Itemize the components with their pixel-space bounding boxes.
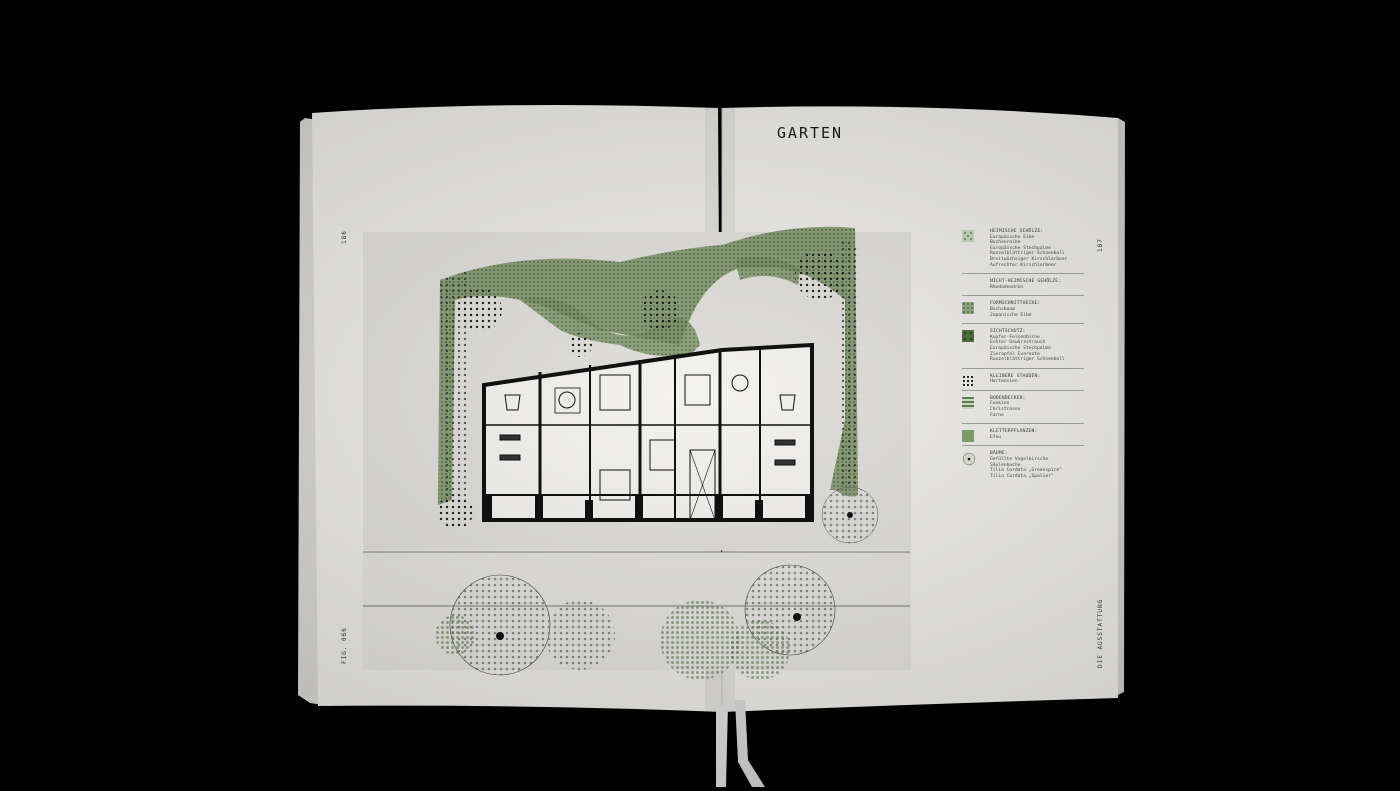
legend-item: Sichtschutz: Kupfer-Felsenbirne Echter G…: [962, 329, 1084, 369]
legend-item: Bodendecker: Funkien Christrosen Farne: [962, 395, 1084, 425]
legend-title: Formschnitthecke:: [990, 301, 1041, 307]
legend-items: Europäische Eibe Buchenreihe Europäische…: [990, 234, 1068, 268]
legend-items: Buchsbaum Japanische Eibe: [990, 306, 1032, 318]
section-label: DIE AUSSTATTUNG: [1097, 598, 1104, 668]
legend-items: Hortensien: [990, 379, 1018, 385]
legend-item: Nicht-heimische Gehölze: Rhododendron: [962, 279, 1084, 297]
legend-items: Funkien Christrosen Farne: [990, 401, 1021, 418]
legend-items: Rhododendron: [990, 284, 1024, 290]
left-page-number: 186: [341, 230, 348, 244]
legend-item: Kleinere Stauden: Hortensien: [962, 374, 1084, 391]
figure-label: FIG. 066: [341, 627, 348, 664]
legend-title: Sichtschutz:: [990, 329, 1026, 335]
legend-item: Kletterpflanzen: Efeu: [962, 429, 1084, 447]
legend-title: Heimische Gehölze:: [990, 229, 1044, 234]
black-dots-swatch-icon: [962, 374, 974, 387]
dark-green-swatch-icon: [962, 330, 974, 343]
legend-items: Gefüllte Vogelkirsche Säulenbuche Tilia …: [990, 457, 1062, 479]
legend-item: Formschnitthecke: Buchsbaum Japanische E…: [962, 301, 1084, 325]
legend: Heimische Gehölze: Europäische Eibe Buch…: [962, 229, 1084, 489]
tree-swatch-icon: [962, 453, 976, 466]
legend-title: Kleinere Stauden:: [990, 373, 1041, 379]
right-page-number: 187: [1097, 238, 1104, 252]
dots-swatch-icon: [962, 230, 974, 242]
green-swatch-icon: [962, 430, 974, 443]
legend-title: Kletterpflanzen:: [990, 429, 1038, 435]
legend-item: Heimische Gehölze: Europäische Eibe Buch…: [962, 229, 1084, 275]
legend-items: Efeu: [990, 434, 1002, 440]
legend-title: Bodendecker:: [990, 395, 1026, 401]
legend-title: Bäume:: [990, 451, 1008, 457]
legend-title: Nicht-heimische Gehölze:: [990, 279, 1062, 285]
legend-item: Bäume: Gefüllte Vogelkirsche Säulenbuche…: [962, 451, 1084, 484]
legend-items: Kupfer-Felsenbirne Echter Gewürzstrauch …: [990, 334, 1065, 363]
page-title: GARTEN: [776, 124, 844, 142]
dense-dots-swatch-icon: [962, 302, 974, 315]
stripes-swatch-icon: [962, 396, 974, 409]
